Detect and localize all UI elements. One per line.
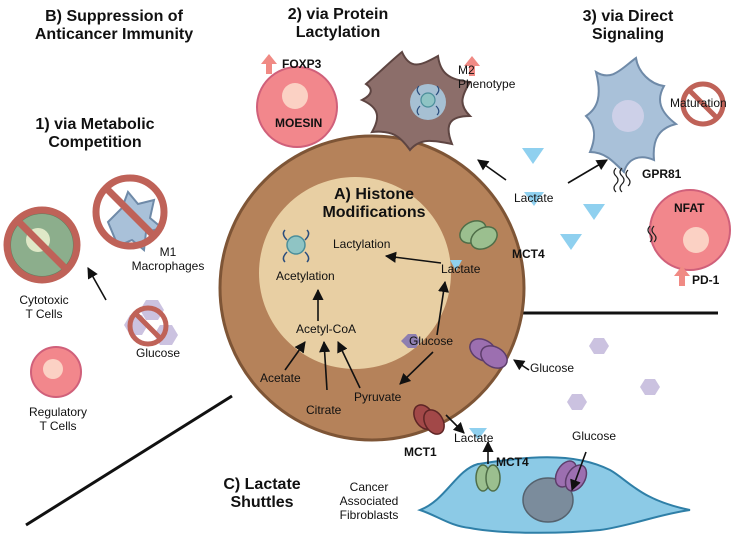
label-pyruvate: Pyruvate (354, 390, 402, 404)
label-gpr81: GPR81 (642, 167, 682, 181)
glut-transporter (469, 338, 508, 369)
foxp3-up-arrow (261, 54, 277, 74)
heading-metabolic-competition: 1) via Metabolic Competition (35, 116, 155, 152)
dendritic-cell (584, 56, 679, 193)
maturation-prohibited (680, 81, 726, 127)
m2-up-arrow (464, 56, 480, 76)
heading-direct-signaling: 3) via Direct Signaling (582, 8, 674, 44)
label-lactate-intracellular: Lactate (441, 262, 481, 276)
caf-mct4-transporter (475, 440, 501, 492)
glucose-hexagon-inner (401, 334, 420, 348)
glucose-prohibited (124, 300, 178, 347)
m2-macrophage (359, 50, 473, 152)
nfat-tcell (647, 189, 731, 271)
label-glucose-competition: Glucose (136, 346, 181, 360)
label-citrate: Citrate (306, 403, 342, 417)
extracellular-arrows (87, 159, 608, 434)
label-lactylation: Lactylation (333, 237, 391, 251)
nucleus (259, 177, 451, 369)
m1-macrophage-prohibited (92, 174, 168, 252)
label-m1-macrophages: M1 Macrophages (131, 245, 205, 273)
label-m2-phenotype: M2 Phenotype (458, 63, 516, 91)
label-mct4-caf: MCT4 (496, 455, 529, 469)
heading-lactate-shuttles: C) Lactate Shuttles (223, 476, 301, 512)
label-acetate: Acetate (260, 371, 301, 385)
label-glucose-intracellular: Glucose (409, 334, 454, 348)
label-mct1: MCT1 (404, 445, 437, 459)
label-cytotoxic-tcells: Cytotoxic T Cells (19, 293, 69, 321)
label-lactate-caf: Lactate (454, 431, 494, 445)
mct1-transporter (413, 404, 445, 435)
mct4-transporter (459, 220, 498, 250)
label-moesin: MOESIN (275, 116, 323, 130)
label-pd1: PD-1 (692, 273, 720, 287)
moesin-treg (256, 66, 338, 148)
lactate-triangles (469, 148, 605, 440)
heading-histone-modifications: A) Histone Modifications (322, 186, 426, 222)
divider-left (25, 394, 233, 527)
caf-glut-transporter (554, 451, 588, 492)
regulatory-tcell (30, 346, 82, 398)
heading-protein-lactylation: 2) via Protein Lactylation (287, 6, 389, 42)
label-mct4-tumor: MCT4 (512, 247, 545, 261)
label-lactate-extracellular: Lactate (514, 191, 554, 205)
heading-suppression: B) Suppression of Anticancer Immunity (34, 8, 194, 44)
histone-icon (282, 229, 310, 263)
label-maturation: Maturation (670, 96, 727, 110)
label-foxp3: FOXP3 (282, 57, 322, 71)
cytotoxic-tcell-prohibited (3, 206, 81, 284)
label-glucose-extracellular: Glucose (530, 361, 575, 375)
label-glucose-caf: Glucose (572, 429, 617, 443)
lactate-triangle-inner (450, 260, 462, 271)
tumor-cell (218, 134, 526, 442)
label-nfat: NFAT (674, 201, 705, 215)
label-acetyl-coa: Acetyl-CoA (296, 322, 357, 336)
glucose-hexagons (567, 338, 660, 410)
label-acetylation: Acetylation (276, 269, 335, 283)
cancer-associated-fibroblast (417, 456, 691, 534)
label-cancer-associated-fibroblasts: Cancer Associated Fibroblasts (339, 480, 399, 522)
label-regulatory-tcells: Regulatory T Cells (28, 405, 88, 433)
pd1-up-arrow (674, 266, 690, 286)
pathway-arrows (284, 251, 450, 391)
